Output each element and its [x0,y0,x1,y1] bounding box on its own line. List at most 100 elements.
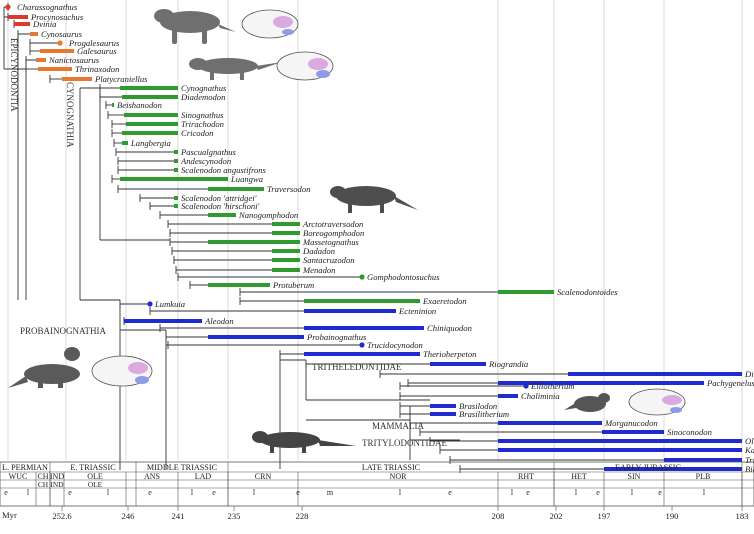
taxon-label: Gomphodontosuchus [367,272,440,282]
taxon-label: Trucidocynodon [367,340,423,350]
taxon-label: Menadon [302,265,335,275]
substage-label: l [27,488,30,497]
period-label: L. PERMIAN [2,463,48,472]
stage-label: PLB [696,472,711,481]
range-dot [359,274,365,280]
range-bar [36,58,46,62]
tree-branches [3,3,664,473]
taxon-label: Probainognathus [306,332,367,342]
range-bar [208,213,236,217]
taxon-label: Riograndia [488,359,528,369]
clade-label-epicynodontia: EPICYNODONTIA [9,38,19,112]
taxon-label: Progalesaurus [68,38,120,48]
taxon-label: Exaeretodon [422,296,467,306]
taxon-label: Arctotraversodon [302,219,363,229]
substage-label: m [327,488,334,497]
stage-label: IND [50,472,64,481]
range-bar [604,467,742,471]
taxon-label: Diademodon [180,92,225,102]
range-bar [112,103,114,107]
age-tick-label: 202 [550,511,563,521]
range-bar [208,240,300,244]
trunk-gomphodontia [99,88,170,241]
substage-label: e [658,488,662,497]
range-bar [498,381,704,385]
taxon-label: Kayentatherium [744,445,754,455]
substage-label: e [4,488,8,497]
clade-label-cynognathia: CYNOGNATHIA [65,82,75,148]
range-bar [208,283,270,287]
silhouette-tritylodont [252,431,356,453]
age-tick-label: 246 [122,511,136,521]
skull-diagram-probainognathus [91,355,153,387]
range-bar [38,67,72,71]
substage-label: l [631,488,634,497]
range-bars [5,4,742,471]
silhouette-procynosuchus [154,9,236,44]
taxon-label: Diarthrognathus [744,369,754,379]
clade-label-mammalia: MAMMALIA [372,421,425,431]
range-bar [430,362,486,366]
range-dot [57,40,63,46]
range-bar [174,168,178,172]
range-dot [5,4,11,10]
skull-diagram-procynosuchus [241,9,299,39]
range-bar [272,231,300,235]
range-bar [124,113,178,117]
range-bar [208,335,304,339]
taxon-label: Therioherpeton [423,349,476,359]
taxon-label: Boreogomphodon [303,228,364,238]
range-bar [568,372,742,376]
taxon-label: Langbergia [130,138,171,148]
range-bar [304,352,420,356]
substage-label: l [253,488,256,497]
range-bar [120,177,228,181]
range-bar [272,249,300,253]
substage-label: l [511,488,514,497]
taxon-label: Cynosaurus [41,29,83,39]
substage-label: e [596,488,600,497]
taxon-label: Luangwa [230,174,263,184]
taxon-label: Aleodon [204,316,234,326]
taxon-label: Nanictosaurus [48,55,100,65]
range-bar [304,309,396,313]
stage-sublabel: IND [50,480,64,489]
taxon-label: Chaliminia [521,391,560,401]
clade-label-probainognathia: PROBAINOGNATHIA [20,326,107,336]
age-tick-label: 252.6 [52,511,72,521]
stage-sublabel: OLE [88,480,103,489]
range-dot [147,301,153,307]
range-bar [498,439,742,443]
taxon-label: Elliotherium [530,381,574,391]
substage-label: e [212,488,216,497]
skull-diagram-thrinaxodon [276,51,334,81]
stage-label: RHT [518,472,534,481]
range-bar [122,95,178,99]
range-bar [602,430,664,434]
substage-label: e [148,488,152,497]
substage-label: l [399,488,402,497]
taxon-label: Protuberum [272,280,314,290]
range-bar [664,458,742,462]
taxon-label: Chiniquodon [427,323,472,333]
substage-label: l [703,488,706,497]
skull-diagram-mammal [628,388,686,416]
age-unit-label: Myr [2,510,17,520]
period-label: MIDDLE TRIASSIC [147,463,218,472]
taxon-label: Trirachodon [181,119,224,129]
substage-label: e [296,488,300,497]
stage-label: OLE [87,472,103,481]
age-tick-label: 228 [296,511,309,521]
range-bar [122,131,178,135]
age-tick-label: 241 [172,511,185,521]
stage-label: SIN [628,472,641,481]
taxon-label: Andescynodon [180,156,231,166]
period-label: EARLY JURASSIC [615,463,682,472]
range-bar [174,204,178,208]
taxon-label: Pachygenelus [706,378,754,388]
substage-label: l [191,488,194,497]
range-bar [40,49,74,53]
range-bar [174,196,178,200]
range-bar [174,150,178,154]
